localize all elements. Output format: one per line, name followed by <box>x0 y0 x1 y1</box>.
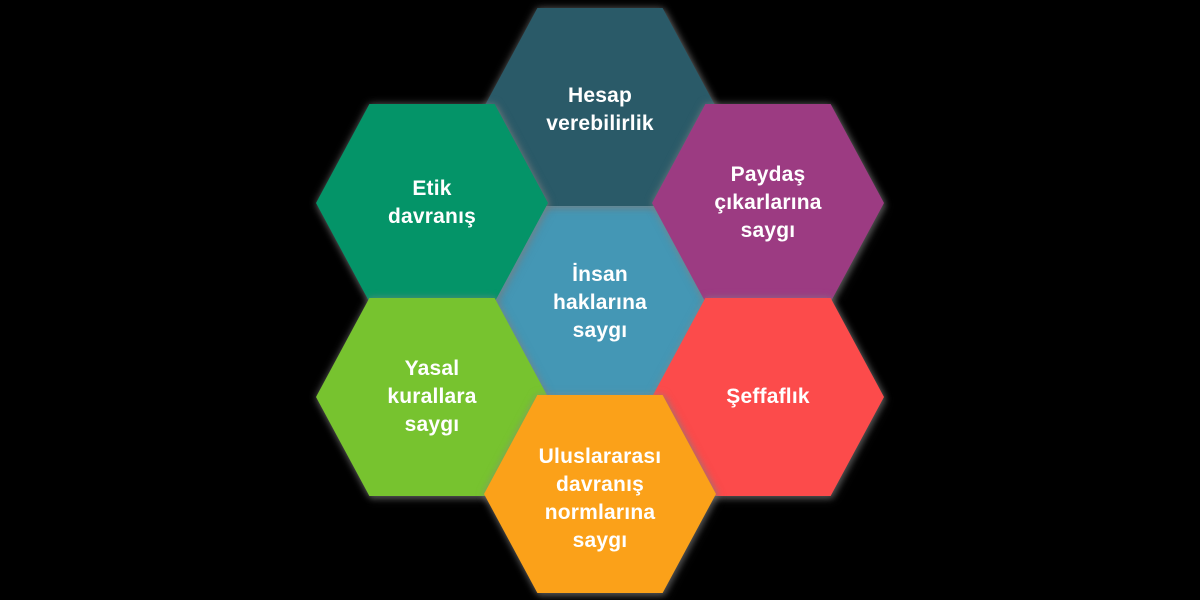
hexagon-label-yasal-kurallara-saygi: Yasal kurallara saygı <box>387 357 477 436</box>
hexagon-etik-davranis: Etik davranış <box>316 104 548 302</box>
hexagon-shape: Yasal kurallara saygı <box>316 298 548 496</box>
hexagon-shape: Etik davranış <box>316 104 548 302</box>
hexagon-paydas-cikarlarina-saygi: Paydaş çıkarlarına saygı <box>652 104 884 302</box>
hexagon-label-paydas-cikarlarina-saygi: Paydaş çıkarlarına saygı <box>714 163 822 242</box>
hexagon-shape: Uluslararası davranış normlarına saygı <box>484 395 716 593</box>
hexagon-label-insan-haklarina-saygi: İnsan haklarına saygı <box>552 262 647 342</box>
hexagon-label-uluslararasi-davranis-normlarina-saygi: Uluslararası davranış normlarına saygı <box>538 445 662 552</box>
hexagon-label-hesap-verebilirlik: Hesap verebilirlik <box>546 83 654 135</box>
hexagon-shape: Paydaş çıkarlarına saygı <box>652 104 884 302</box>
hexagon-yasal-kurallara-saygi: Yasal kurallara saygı <box>316 298 548 496</box>
hexagon-label-etik-davranis: Etik davranış <box>388 177 476 228</box>
hexagon-uluslararasi-davranis-normlarina-saygi: Uluslararası davranış normlarına saygı <box>484 395 716 593</box>
hexagon-label-seffaflik: Şeffaflık <box>726 385 810 408</box>
